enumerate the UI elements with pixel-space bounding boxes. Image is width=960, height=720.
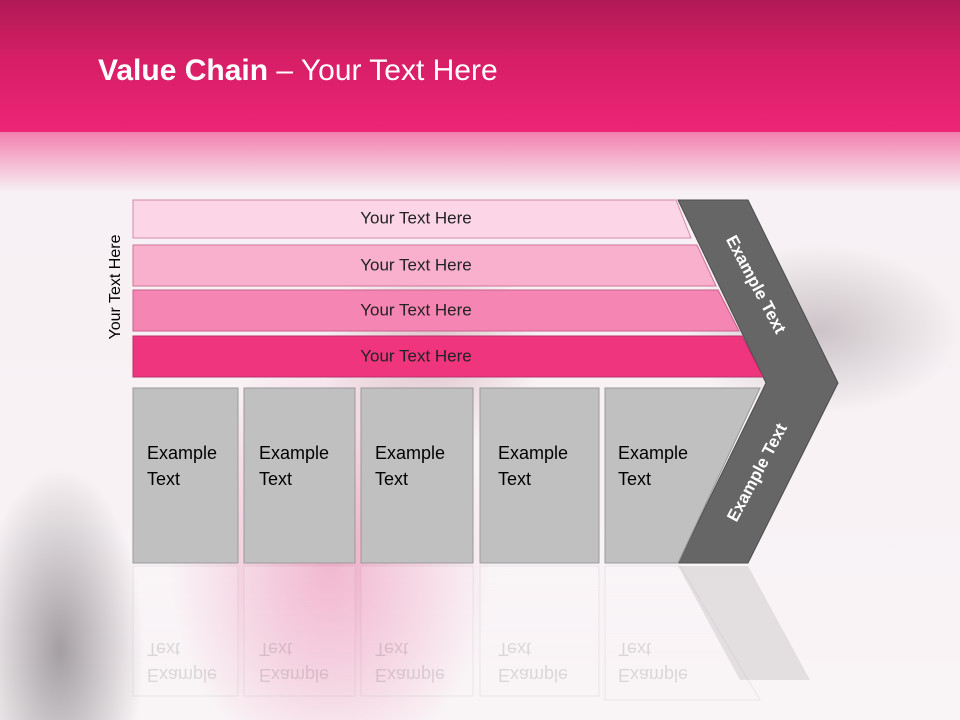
activity-box-2 — [243, 387, 356, 564]
box-text-reflection: Example Text — [498, 636, 598, 688]
row-bar-1 — [132, 199, 692, 239]
box-text-reflection: Example Text — [375, 636, 475, 688]
title-rest: – Your Text Here — [268, 54, 498, 87]
chevron-arrow — [677, 199, 839, 564]
box-reflection — [360, 565, 474, 697]
header-fade — [0, 132, 960, 192]
activity-box-1 — [132, 387, 239, 564]
row-bar-2 — [132, 244, 717, 287]
box-text-line: Example — [375, 665, 446, 685]
box-text-reflection: Example Text — [259, 636, 359, 688]
box-text-line: Text — [618, 639, 652, 659]
box-text-line: Text — [375, 469, 409, 489]
box-text-line: Example — [618, 665, 689, 685]
title-bold: Value Chain — [98, 54, 269, 87]
box-text-1: Example Text — [147, 440, 247, 492]
box-text-line: Example — [618, 443, 689, 463]
activity-box-4 — [479, 387, 600, 564]
row-bar-4 — [132, 335, 764, 378]
box-text-line: Text — [147, 469, 181, 489]
row-label-2: Your Text Here — [360, 255, 472, 274]
activity-box-3 — [360, 387, 474, 564]
box-text-2: Example Text — [259, 440, 359, 492]
box-text-line: Example — [498, 443, 569, 463]
box-text-reflection: Example Text — [147, 636, 247, 688]
chevron-reflection — [678, 566, 810, 680]
box-text-line: Example — [147, 665, 218, 685]
box-text-line: Example — [498, 665, 569, 685]
box-reflection — [604, 565, 761, 701]
box-text-line: Example — [259, 443, 330, 463]
box-text-line: Example — [147, 443, 218, 463]
row-label-4: Your Text Here — [360, 346, 472, 365]
box-text-5: Example Text — [618, 440, 718, 492]
box-text-line: Text — [375, 639, 409, 659]
box-text-reflection: Example Text — [618, 636, 718, 688]
box-text-line: Text — [259, 469, 293, 489]
box-reflection — [243, 565, 356, 697]
activity-box-5 — [604, 387, 761, 564]
box-text-line: Example — [259, 665, 330, 685]
box-text-line: Text — [498, 639, 532, 659]
box-text-line: Text — [147, 639, 181, 659]
slide-title: Value Chain – Your Text Here — [98, 54, 498, 88]
box-text-3: Example Text — [375, 440, 475, 492]
box-reflection — [132, 565, 239, 697]
reflection-group — [132, 565, 810, 701]
box-text-line: Text — [498, 469, 532, 489]
box-text-line: Example — [375, 443, 446, 463]
row-bar-3 — [132, 289, 740, 332]
row-label-1: Your Text Here — [360, 208, 472, 227]
box-text-line: Text — [618, 469, 652, 489]
box-text-4: Example Text — [498, 440, 598, 492]
box-reflection — [479, 565, 600, 697]
header-band — [0, 0, 960, 132]
box-text-line: Text — [259, 639, 293, 659]
row-label-3: Your Text Here — [360, 300, 472, 319]
